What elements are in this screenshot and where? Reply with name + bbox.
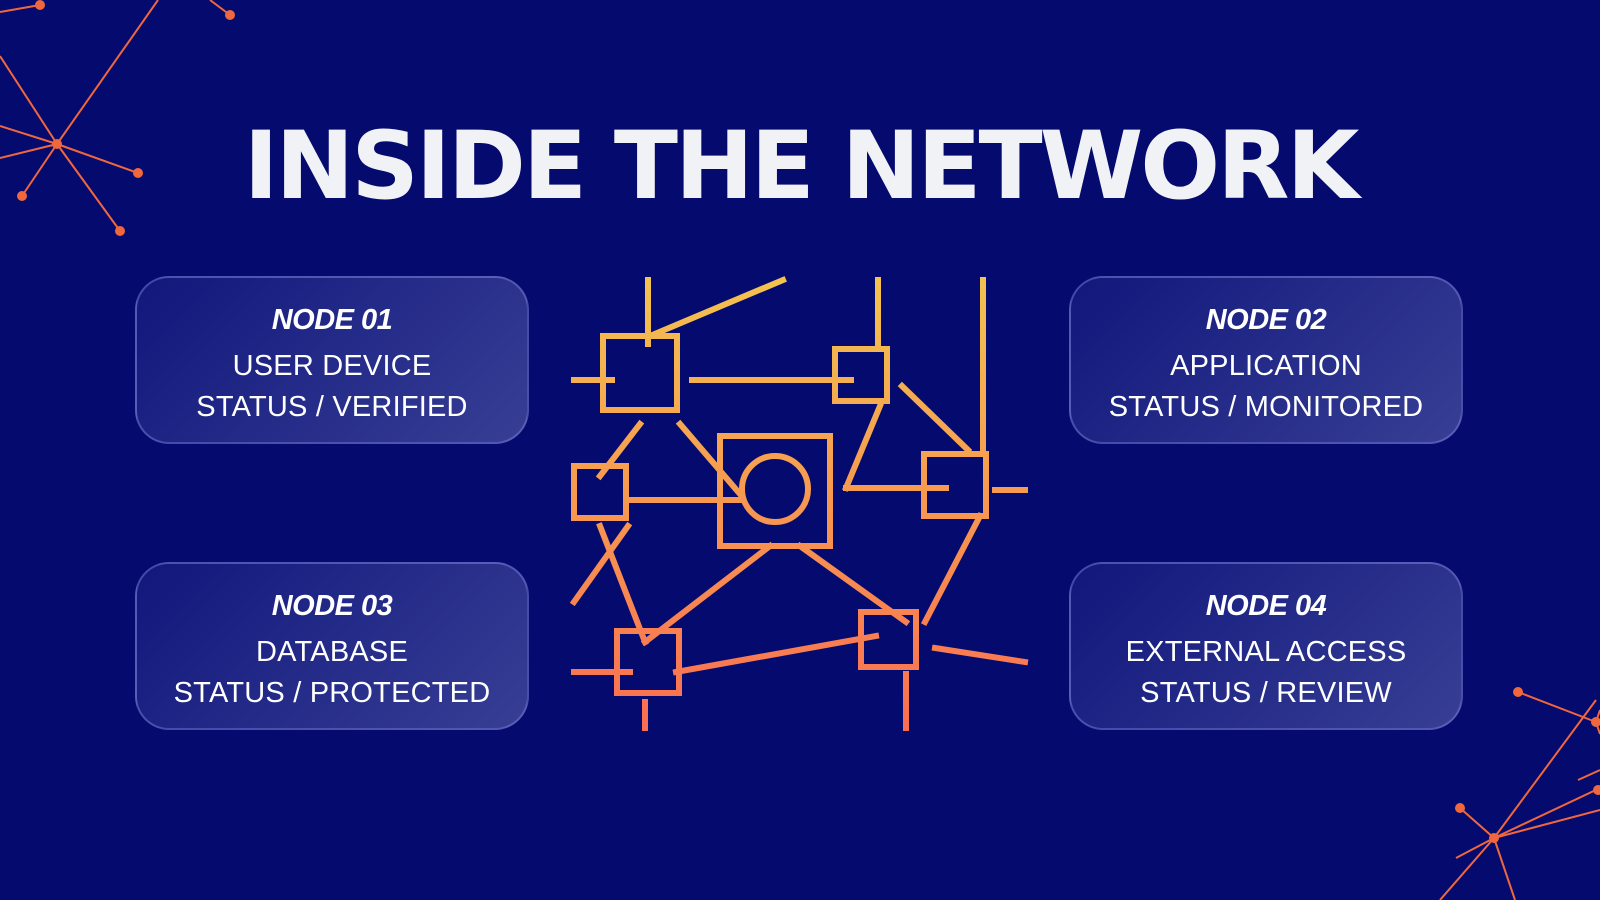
node-card-04: NODE 04 EXTERNAL ACCESS STATUS / REVIEW bbox=[1069, 562, 1463, 730]
node-name: USER DEVICE bbox=[232, 350, 432, 382]
node-title: NODE 04 bbox=[1205, 590, 1327, 622]
node-title: NODE 02 bbox=[1205, 304, 1327, 336]
node-name: EXTERNAL ACCESS bbox=[1125, 636, 1407, 668]
node-status: STATUS / PROTECTED bbox=[173, 677, 491, 709]
node-card-03: NODE 03 DATABASE STATUS / PROTECTED bbox=[135, 562, 529, 730]
node-card-02: NODE 02 APPLICATION STATUS / MONITORED bbox=[1069, 276, 1463, 444]
network-diagram-icon bbox=[570, 276, 1029, 731]
node-status: STATUS / REVIEW bbox=[1140, 677, 1392, 709]
node-status: STATUS / VERIFIED bbox=[196, 391, 468, 423]
node-card-01: NODE 01 USER DEVICE STATUS / VERIFIED bbox=[135, 276, 529, 444]
node-title: NODE 03 bbox=[271, 590, 393, 622]
node-status: STATUS / MONITORED bbox=[1108, 391, 1424, 423]
constellation-decoration-top-left bbox=[0, 0, 235, 236]
node-title: NODE 01 bbox=[271, 304, 393, 336]
node-name: DATABASE bbox=[255, 636, 408, 668]
constellation-decoration-bottom-right bbox=[1439, 687, 1600, 900]
node-name: APPLICATION bbox=[1170, 350, 1362, 382]
page-title: INSIDE THE NETWORK bbox=[243, 112, 1360, 221]
